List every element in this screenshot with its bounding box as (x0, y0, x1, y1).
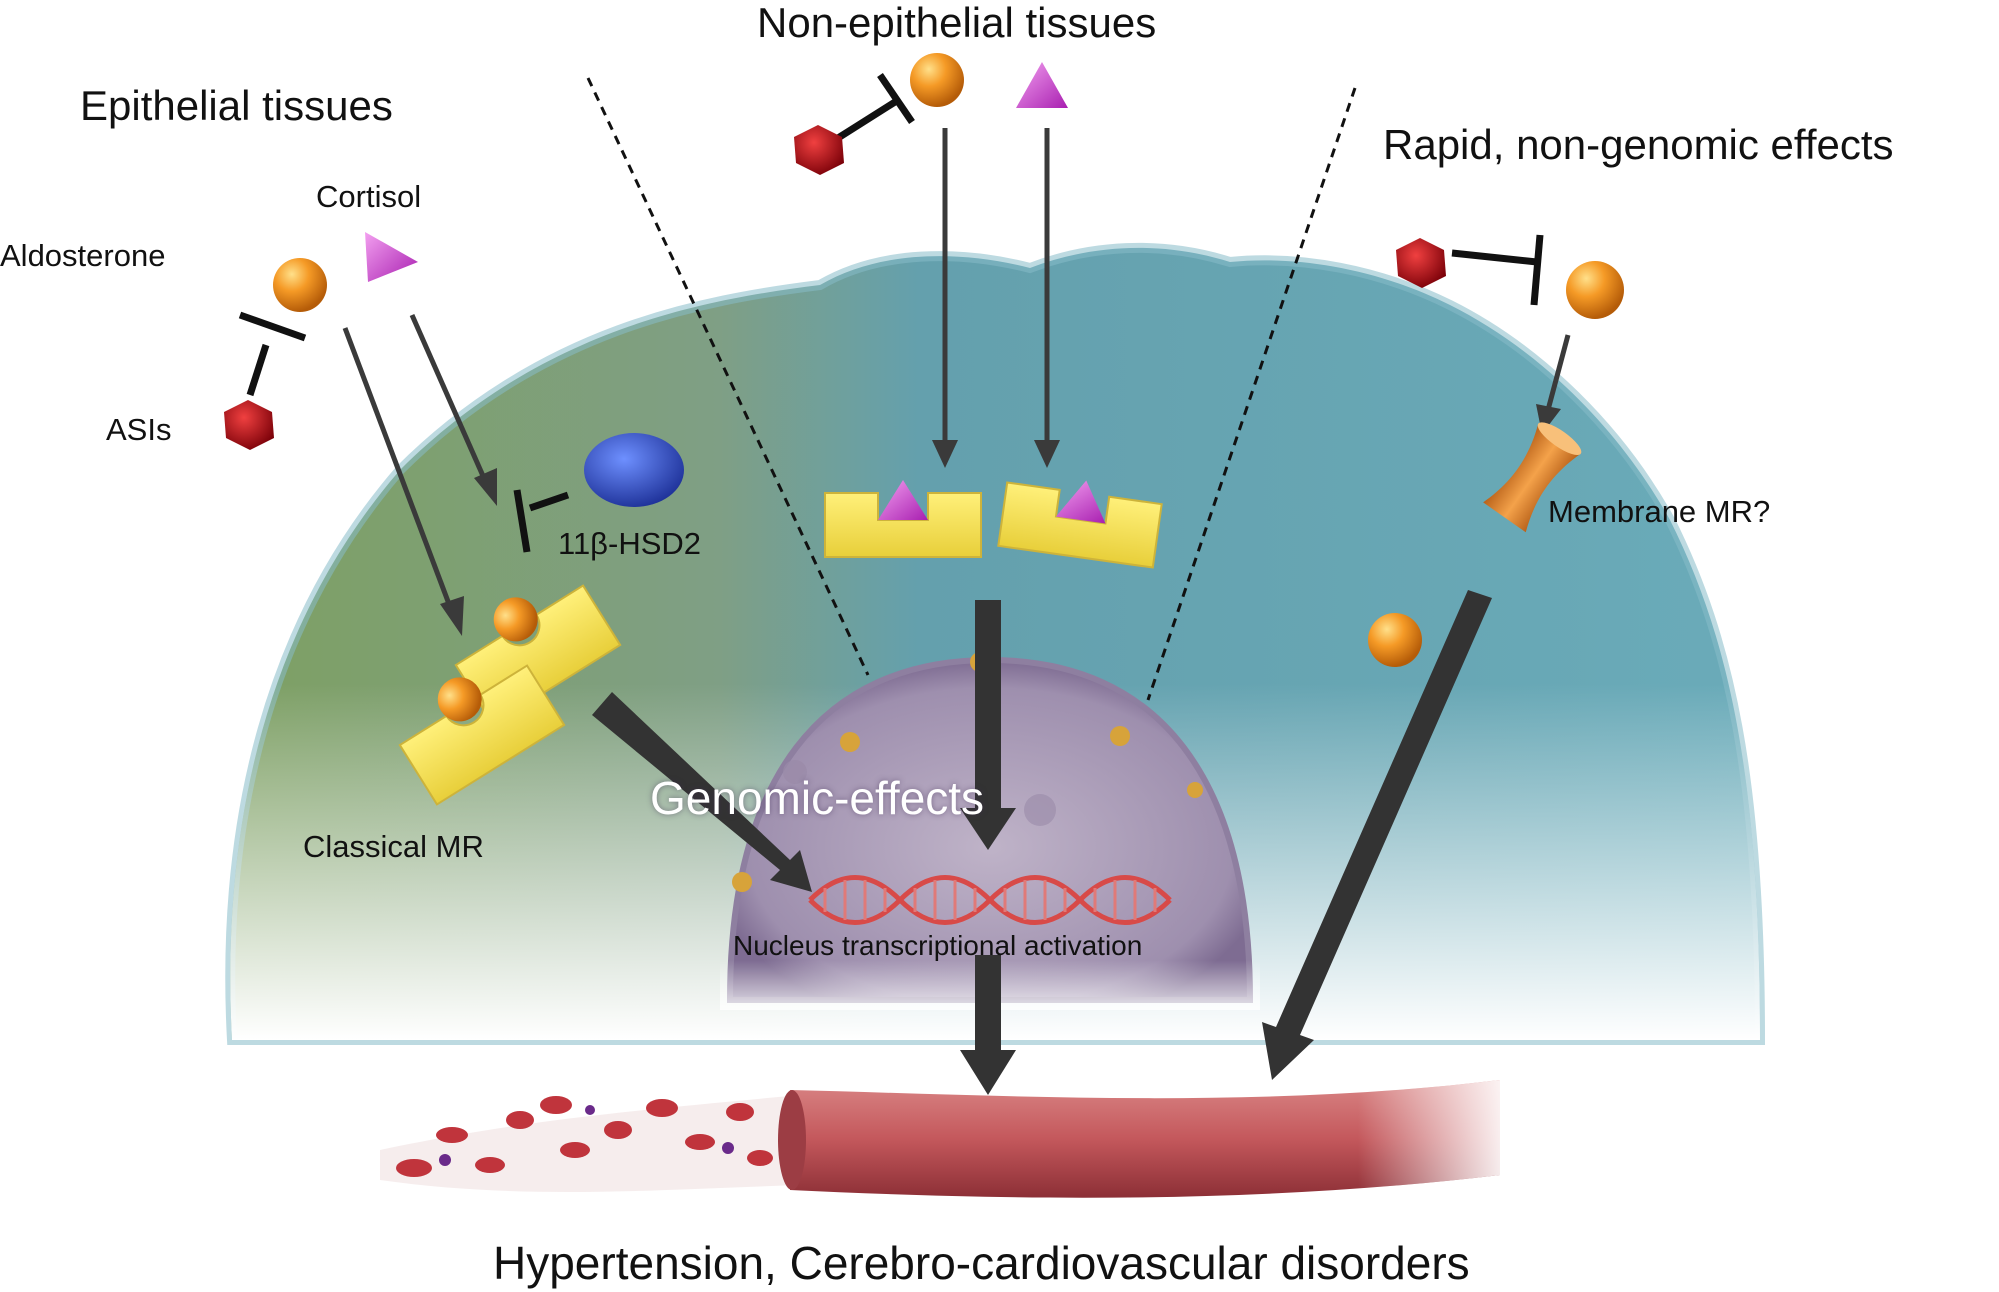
cortisol-molecules (365, 62, 1068, 282)
label-membrane-mr: Membrane MR? (1548, 494, 1771, 529)
label-genomic-effects: Genomic-effects (650, 772, 985, 824)
label-outcome: Hypertension, Cerebro-cardiovascular dis… (493, 1237, 1470, 1289)
label-aldosterone: Aldosterone (0, 238, 166, 273)
label-rapid-effects: Rapid, non-genomic effects (1383, 121, 1894, 168)
label-epithelial: Epithelial tissues (80, 82, 393, 129)
divider-left (586, 77, 870, 676)
aldosterone-molecules (273, 53, 1624, 667)
thin-arrows (342, 128, 1571, 636)
label-asis: ASIs (106, 412, 172, 447)
classical-mr-receptors (398, 584, 622, 806)
label-11beta-hsd2: 11β-HSD2 (558, 526, 702, 561)
label-transcription: Nucleus transcriptional activation (733, 930, 1143, 961)
label-cortisol: Cortisol (316, 179, 422, 214)
inhibition-bars (238, 73, 1544, 553)
membrane-mr-receptor (1483, 422, 1582, 533)
label-classical-mr: Classical MR (303, 829, 484, 864)
dna-helix (808, 875, 1172, 925)
label-non-epithelial: Non-epithelial tissues (757, 0, 1157, 46)
blood-vessel (380, 1080, 1500, 1198)
non-epithelial-mr-receptors (824, 480, 1163, 569)
asi-molecules (224, 125, 1446, 450)
hsd2-enzyme (584, 433, 684, 507)
divider-right (1146, 87, 1357, 701)
bold-arrows (592, 590, 1492, 1095)
